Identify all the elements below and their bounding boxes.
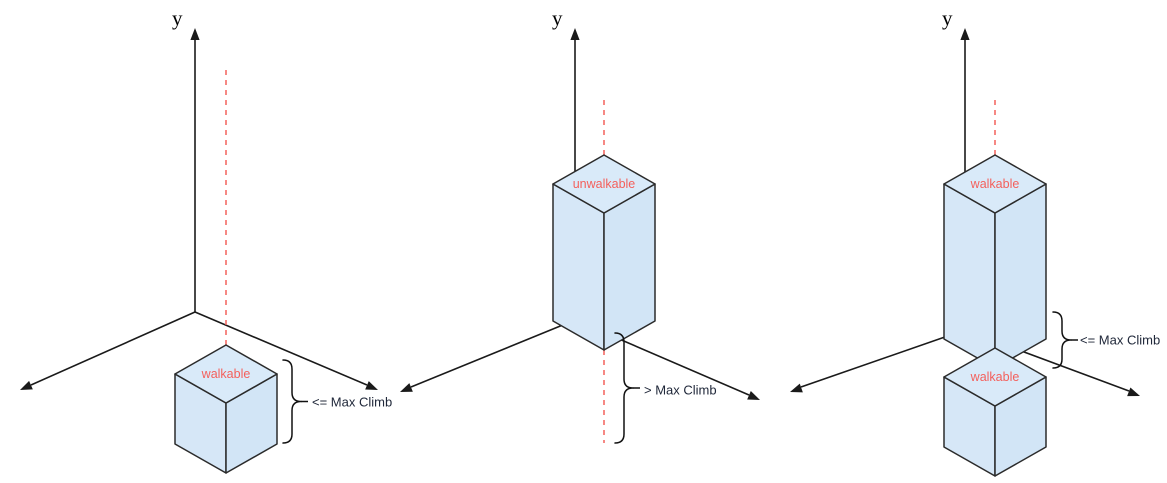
box-top-face	[943, 347, 1047, 407]
box-label-tall-block: walkable	[970, 177, 1020, 191]
box-right-face	[994, 183, 1047, 369]
left-axis-line	[410, 319, 576, 388]
right-axis-arrowhead	[747, 391, 760, 400]
box-label-short-cube: walkable	[201, 367, 251, 381]
box-top-face	[943, 154, 1047, 214]
max-climb-label: > Max Climb	[644, 382, 717, 397]
y-axis-arrowhead	[570, 28, 580, 40]
y-axis-label: y	[172, 6, 183, 30]
box-short-cube[interactable]: walkable	[943, 347, 1047, 477]
box-left-face	[943, 183, 996, 369]
box-label-short-cube: walkable	[970, 370, 1020, 384]
y-axis-arrowhead	[190, 28, 200, 40]
left-axis-line	[30, 311, 196, 386]
panel-2: y unwalkable > Max Climb	[400, 6, 760, 444]
box-top-face	[174, 344, 278, 404]
panel-3: y walkable walkable <= Max Climb	[790, 6, 1160, 477]
max-climb-brace	[614, 332, 634, 444]
box-tall-block[interactable]: unwalkable	[552, 154, 656, 351]
left-axis-arrowhead	[400, 383, 413, 392]
left-axis-arrowhead	[790, 383, 803, 393]
right-axis-arrowhead	[365, 381, 378, 390]
y-axis-label: y	[552, 6, 563, 30]
max-climb-brace	[1052, 311, 1072, 369]
left-axis-arrowhead	[20, 380, 33, 390]
max-climb-label: <= Max Climb	[1080, 332, 1160, 347]
right-axis-line	[194, 311, 368, 386]
max-climb-label: <= Max Climb	[312, 394, 392, 409]
box-label-tall-block: unwalkable	[573, 177, 636, 191]
box-top-face	[552, 154, 656, 214]
max-climb-brace	[282, 359, 302, 444]
left-axis-line	[800, 329, 966, 388]
box-short-cube[interactable]: walkable	[174, 344, 278, 474]
box-tall-block[interactable]: walkable	[943, 154, 1047, 369]
y-axis-arrowhead	[960, 28, 970, 40]
panel-1: y walkable <= Max Climb	[20, 6, 392, 474]
right-axis-arrowhead	[1127, 387, 1140, 397]
y-axis-label: y	[942, 6, 953, 30]
